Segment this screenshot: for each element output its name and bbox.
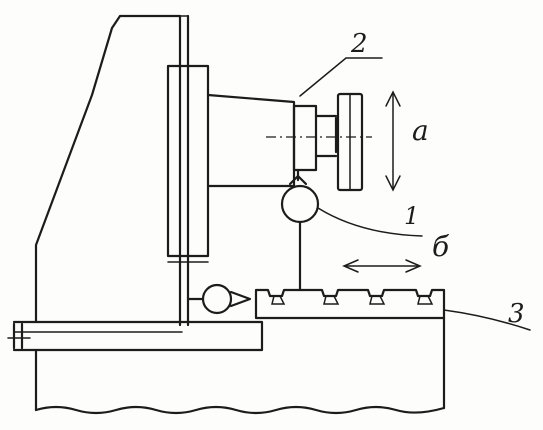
label-2: 2 [350, 29, 368, 59]
machine-column [34, 14, 190, 327]
dial-indicator-1 [280, 168, 423, 292]
spindle-part-2 [292, 57, 383, 172]
horizontal-motion-arrow [342, 259, 422, 273]
cutter-disc [336, 92, 364, 192]
vertical-motion-arrow [385, 90, 401, 192]
label-b: б [432, 230, 450, 263]
table-3 [254, 288, 531, 331]
label-1: 1 [404, 202, 419, 230]
machine-base [7, 316, 446, 415]
dial-indicator-table [186, 283, 252, 315]
label-a: а [412, 114, 429, 147]
label-3: 3 [508, 299, 525, 329]
